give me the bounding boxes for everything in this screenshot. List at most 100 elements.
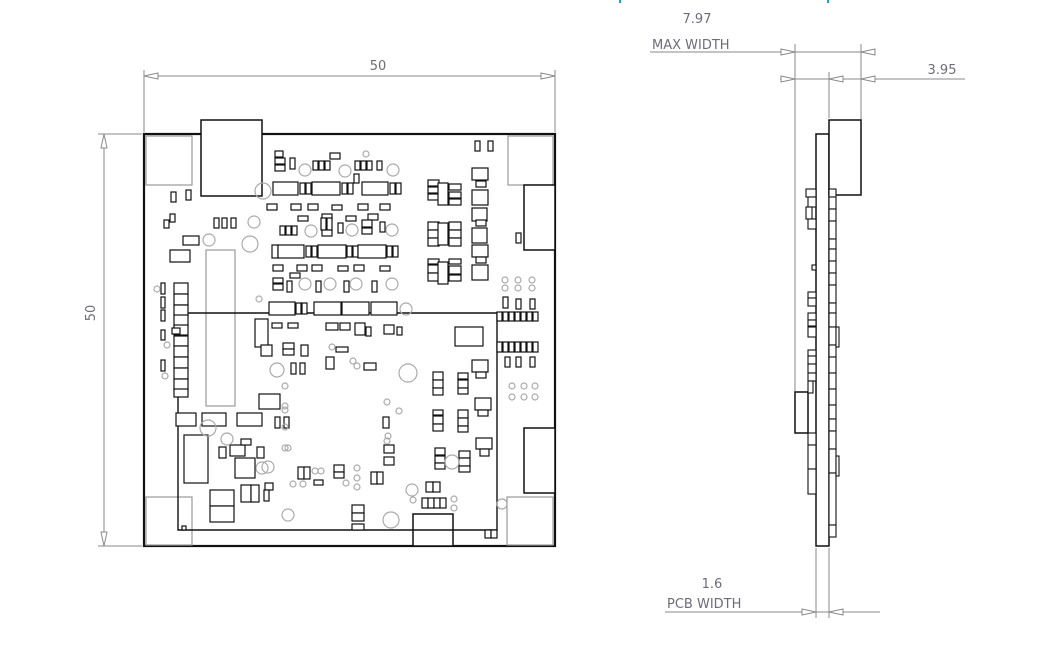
smd-component [360,160,367,171]
smd-component [532,311,539,322]
arrowhead [540,72,556,80]
smd-component [458,450,471,459]
smd-component [376,471,384,485]
smd-component [201,412,227,427]
smd-component [427,237,440,247]
smd-component [458,457,471,467]
mounting-hole [202,233,216,247]
smd-component [218,446,227,459]
side-component [807,312,817,321]
smd-component [290,203,302,211]
smd-component [333,471,345,479]
mounting-hole [281,444,289,452]
smd-component [448,258,462,265]
smd-component [329,152,341,160]
mounting-hole [409,496,417,504]
smd-component [317,244,347,259]
smd-component [432,423,444,432]
mounting-hole [241,235,259,253]
smd-component [325,322,339,331]
arrowhead [780,75,796,83]
smd-component [475,180,487,188]
smd-component [502,341,509,353]
smd-component [337,265,349,272]
smd-component [508,341,515,353]
side-component [828,356,837,374]
smd-component [351,523,365,531]
top-connector [200,119,263,197]
arrowhead [828,608,844,616]
side-component [828,418,837,432]
smd-component [425,481,434,493]
smd-component [351,504,365,514]
smd-component [260,344,273,357]
smd-component [432,371,444,381]
smd-component [173,378,189,391]
smd-component [448,229,462,239]
mounting-hole [220,432,234,446]
connector-profile [828,119,862,196]
smd-component [479,448,490,457]
smd-component [311,264,323,272]
smd-component [182,235,200,246]
mounting-hole [153,285,161,293]
mounting-hole [289,480,297,488]
mounting-hole [514,284,522,292]
smd-component [271,244,279,259]
smd-component [432,387,444,396]
smd-component [173,388,189,398]
smd-component [307,203,319,211]
smd-component [361,181,389,196]
smd-component [529,356,536,368]
smd-component [515,232,522,244]
smd-component [351,512,365,522]
smd-component [352,245,359,258]
smd-component [171,327,181,335]
smd-component [272,181,299,196]
smd-component [264,482,274,491]
smd-component [289,272,301,279]
smd-component [475,437,493,450]
mounting-hole [385,277,399,291]
smd-component [303,466,311,480]
smd-component [271,322,283,329]
max-width-value: 7.97 [683,12,712,27]
side-component [828,524,837,538]
smd-component [160,282,166,295]
smd-component [471,227,488,244]
smd-component [277,244,305,259]
side-view: 7.97 MAX WIDTH 3.95 1.6 PCB WIDTH [650,12,965,618]
smd-component [434,455,446,464]
smd-component [272,283,284,291]
smd-component [169,213,176,223]
smd-component [318,160,325,171]
smd-component [471,244,489,258]
smd-component [240,438,252,446]
smd-component [236,412,263,427]
side-component [828,344,837,358]
side-component [807,297,817,307]
smd-component [382,416,390,429]
mounting-hole [520,382,528,390]
pcb-width-value: 1.6 [702,577,723,592]
smd-component [305,245,312,258]
smd-component [357,203,369,211]
mounting-hole [345,223,359,237]
smd-component [312,160,319,171]
smd-component [427,221,440,231]
smd-component [250,484,260,503]
smd-component [258,393,281,410]
smd-component [370,471,378,485]
side-component [828,248,837,262]
side-component [828,220,837,240]
mounting-hole [349,277,363,291]
smd-component [427,272,440,282]
mounting-hole [317,467,325,475]
smd-component [367,213,379,221]
smd-component [326,217,333,231]
mounting-hole [384,432,392,440]
smd-component [432,415,444,425]
mounting-hole [342,479,350,487]
smd-component [173,356,189,369]
smd-component [279,225,286,236]
